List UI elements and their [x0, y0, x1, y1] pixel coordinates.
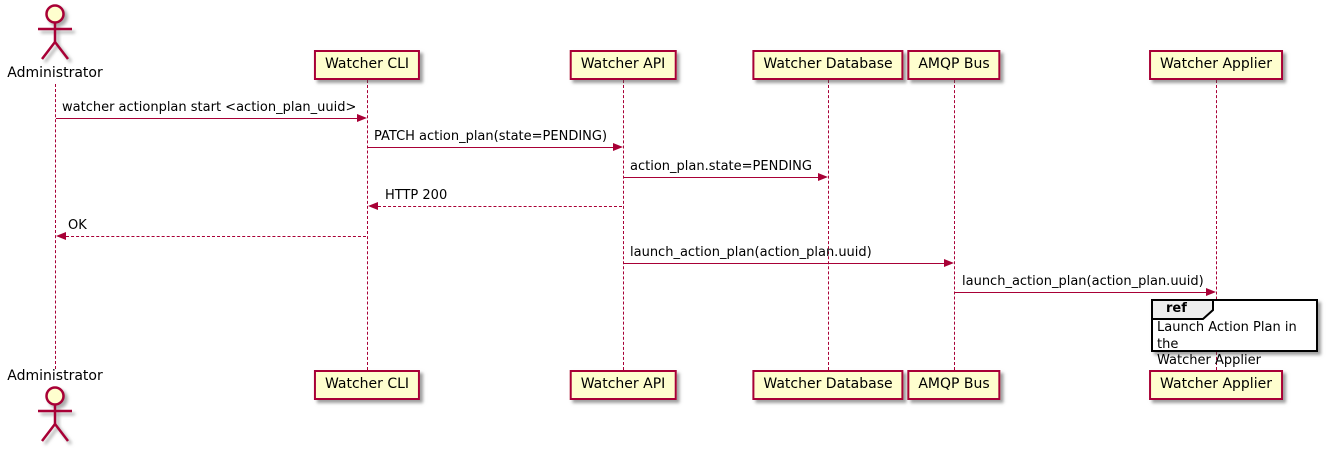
arrowhead-left-icon — [368, 202, 378, 210]
participant-watcher-api-bottom: Watcher API — [569, 370, 677, 400]
message-line — [56, 118, 357, 119]
participant-watcher-cli-top: Watcher CLI — [313, 50, 421, 80]
participant-watcher-database-top: Watcher Database — [752, 50, 904, 80]
message-line — [624, 263, 944, 264]
lifeline-watcher-applier — [1216, 80, 1217, 370]
ref-text: Launch Action Plan in the Watcher Applie… — [1157, 320, 1297, 369]
arrowhead-right-icon — [613, 143, 623, 151]
participant-amqp-bus-bottom: AMQP Bus — [907, 370, 1001, 400]
message-label: HTTP 200 — [385, 188, 448, 203]
participant-watcher-api-top: Watcher API — [569, 50, 677, 80]
lifeline-watcher-api — [623, 80, 624, 370]
arrowhead-right-icon — [1206, 288, 1216, 296]
participant-watcher-applier-bottom: Watcher Applier — [1149, 370, 1283, 400]
participant-amqp-bus-top: AMQP Bus — [907, 50, 1001, 80]
message-line — [624, 177, 818, 178]
message-label: watcher actionplan start <action_plan_uu… — [62, 100, 357, 115]
participant-watcher-database-bottom: Watcher Database — [752, 370, 904, 400]
message-line — [66, 236, 366, 237]
message-line — [368, 147, 613, 148]
message-label: PATCH action_plan(state=PENDING) — [374, 129, 608, 144]
actor-figure-icon — [38, 386, 72, 442]
ref-fragment: ref Launch Action Plan in the Watcher Ap… — [1151, 299, 1318, 368]
lifeline-administrator — [55, 84, 56, 369]
ref-header-pentagon — [1151, 299, 1214, 320]
arrowhead-right-icon — [357, 114, 367, 122]
lifeline-watcher-cli — [367, 80, 368, 370]
message-line — [955, 292, 1206, 293]
actor-figure-icon — [38, 4, 72, 60]
lifeline-watcher-database — [828, 80, 829, 370]
message-label: action_plan.state=PENDING — [630, 159, 812, 174]
actor-label-bottom: Administrator — [7, 368, 103, 384]
message-label: launch_action_plan(action_plan.uuid) — [962, 274, 1204, 289]
ref-keyword: ref — [1166, 301, 1187, 316]
participant-watcher-cli-bottom: Watcher CLI — [313, 370, 421, 400]
message-line — [378, 206, 622, 207]
lifeline-amqp-bus — [954, 80, 955, 370]
arrowhead-left-icon — [56, 232, 66, 240]
message-label: OK — [68, 218, 87, 233]
participant-watcher-applier-top: Watcher Applier — [1149, 50, 1283, 80]
message-label: launch_action_plan(action_plan.uuid) — [630, 245, 872, 260]
arrowhead-right-icon — [818, 173, 828, 181]
actor-label-top: Administrator — [7, 65, 103, 81]
arrowhead-right-icon — [944, 259, 954, 267]
